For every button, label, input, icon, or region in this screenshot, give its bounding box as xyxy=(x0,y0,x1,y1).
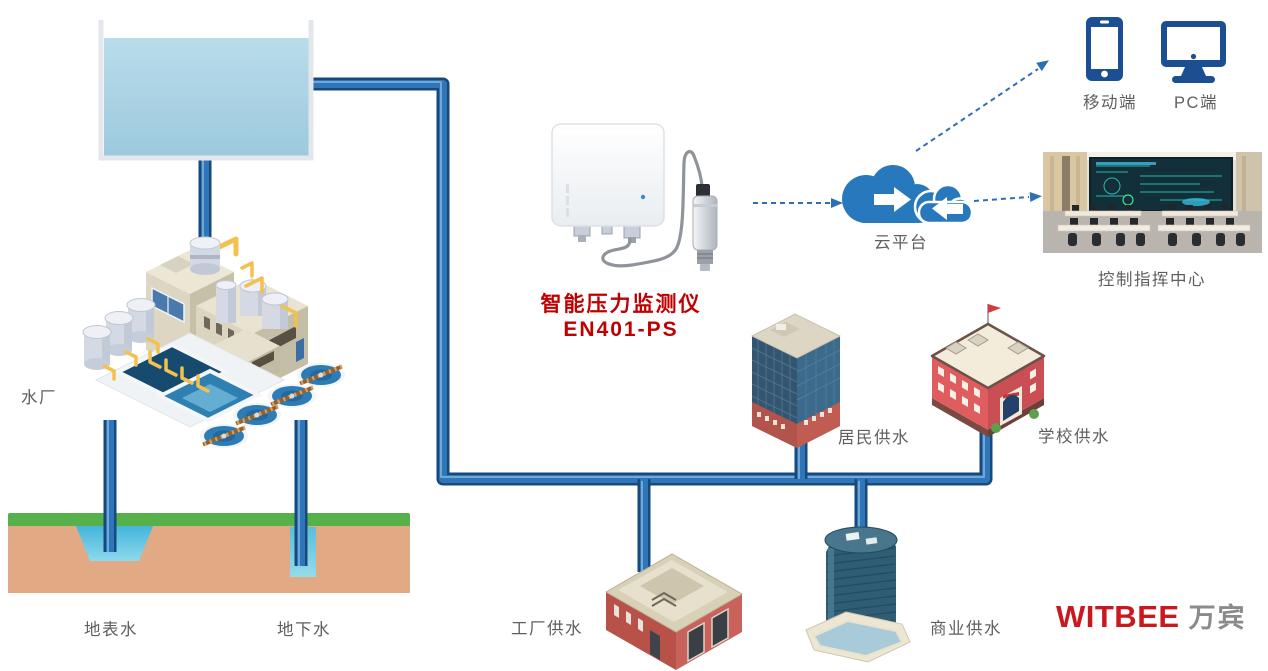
clarifier-basins xyxy=(200,363,345,448)
sensor-cable xyxy=(601,149,704,268)
brand-logo-en: WITBEE xyxy=(1056,599,1180,634)
school-building-illustration xyxy=(930,304,1046,437)
water-pipes xyxy=(103,77,993,572)
arrow-cloud-to-control xyxy=(973,196,1030,202)
label-ground-water: 地下水 xyxy=(277,621,331,639)
label-commercial-supply: 商业供水 xyxy=(930,620,1002,638)
label-surface-water: 地表水 xyxy=(84,621,138,639)
cloud-platform-icon xyxy=(842,165,974,225)
ground-illustration xyxy=(8,513,410,593)
label-water-plant: 水厂 xyxy=(21,389,57,407)
brand-logo: WITBEE 万宾 xyxy=(1056,596,1247,635)
water-plant-illustration xyxy=(82,236,345,448)
pressure-monitor-device-illustration xyxy=(551,123,718,271)
pc-icon xyxy=(1161,21,1226,83)
residential-building-illustration xyxy=(750,313,842,448)
water-tank-illustration xyxy=(98,20,314,161)
brand-logo-cn: 万宾 xyxy=(1188,603,1247,633)
label-residential-supply: 居民供水 xyxy=(838,429,910,447)
factory-building-illustration xyxy=(604,553,744,670)
mobile-icon xyxy=(1086,17,1123,81)
label-control-center: 控制指挥中心 xyxy=(1098,271,1206,289)
control-center-desks xyxy=(1057,205,1251,246)
control-center-illustration xyxy=(1043,152,1262,253)
device-led xyxy=(640,194,646,200)
data-flow-arrows xyxy=(753,60,1049,208)
device-title: 智能压力监测仪 xyxy=(540,293,702,316)
upload-arrow-icon xyxy=(874,194,896,205)
arrow-cloud-to-terminals xyxy=(915,68,1039,152)
label-cloud-platform: 云平台 xyxy=(874,234,928,252)
label-factory-supply: 工厂供水 xyxy=(511,620,583,638)
pressure-sensor-probe xyxy=(692,184,718,271)
download-arrow-icon xyxy=(946,204,963,214)
device-model: EN401-PS xyxy=(563,318,679,341)
label-school-supply: 学校供水 xyxy=(1038,428,1110,446)
commercial-building-illustration xyxy=(805,526,911,663)
label-mobile: 移动端 xyxy=(1083,94,1137,112)
label-pc: PC端 xyxy=(1174,94,1218,112)
